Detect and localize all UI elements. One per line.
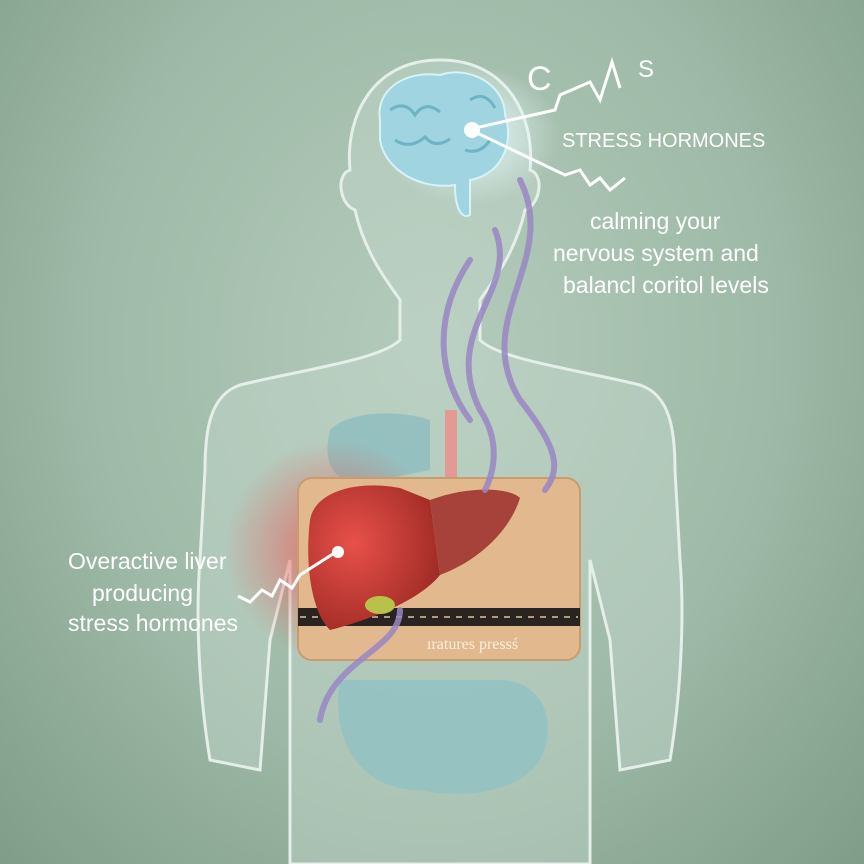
liver bbox=[308, 485, 440, 630]
stress-hormones-label: STRESS HORMONES bbox=[562, 130, 766, 152]
calming-line-1: calming your bbox=[590, 208, 721, 234]
cns-label-c: C bbox=[527, 60, 552, 98]
calming-line-2: nervous system and bbox=[553, 240, 759, 266]
brand-logo: ıratures pressś bbox=[427, 636, 519, 653]
cns-label-s: S bbox=[638, 56, 655, 83]
nerve-zigzag-upper bbox=[474, 56, 622, 130]
nerve-zigzag-lower bbox=[474, 130, 626, 193]
liver-label-line-3: stress hormones bbox=[68, 610, 239, 636]
intestines bbox=[338, 680, 548, 794]
calming-line-3: balancl coritol levels bbox=[563, 272, 769, 298]
vapor-waves bbox=[317, 177, 558, 723]
liver-label-line-2: producing bbox=[92, 580, 194, 606]
liver-zigzag bbox=[237, 550, 337, 604]
brain bbox=[378, 71, 510, 217]
liver-label-line-1: Overactive liver bbox=[68, 548, 227, 574]
body-silhouette bbox=[196, 58, 684, 864]
